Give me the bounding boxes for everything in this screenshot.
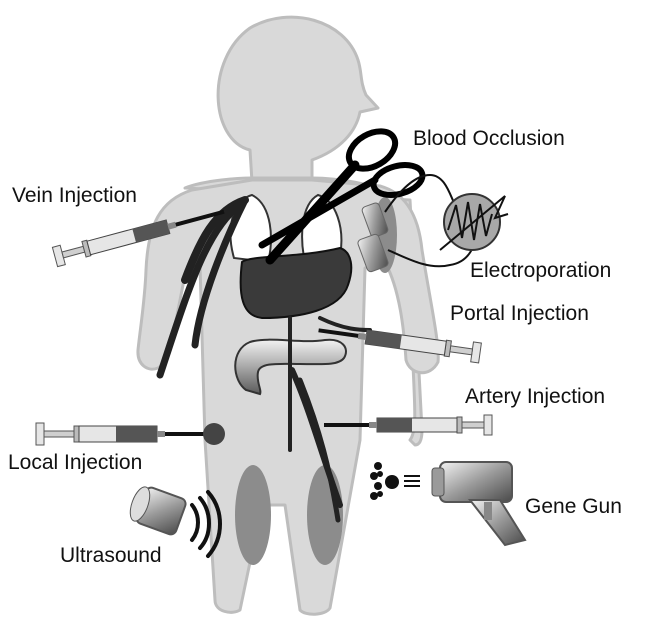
local-injection-site bbox=[203, 423, 225, 445]
label-artery-injection: Artery Injection bbox=[465, 386, 605, 407]
label-vein-injection: Vein Injection bbox=[12, 185, 137, 206]
head bbox=[218, 17, 378, 182]
label-electroporation: Electroporation bbox=[470, 260, 611, 281]
gene-gun-icon bbox=[370, 462, 525, 545]
label-local-injection: Local Injection bbox=[8, 452, 142, 473]
muscle-left bbox=[235, 465, 271, 565]
label-gene-gun: Gene Gun bbox=[525, 496, 622, 517]
label-ultrasound: Ultrasound bbox=[60, 545, 162, 566]
syringe-local-icon bbox=[36, 423, 208, 445]
label-blood-occlusion: Blood Occlusion bbox=[413, 128, 565, 149]
label-portal-injection: Portal Injection bbox=[450, 303, 589, 324]
